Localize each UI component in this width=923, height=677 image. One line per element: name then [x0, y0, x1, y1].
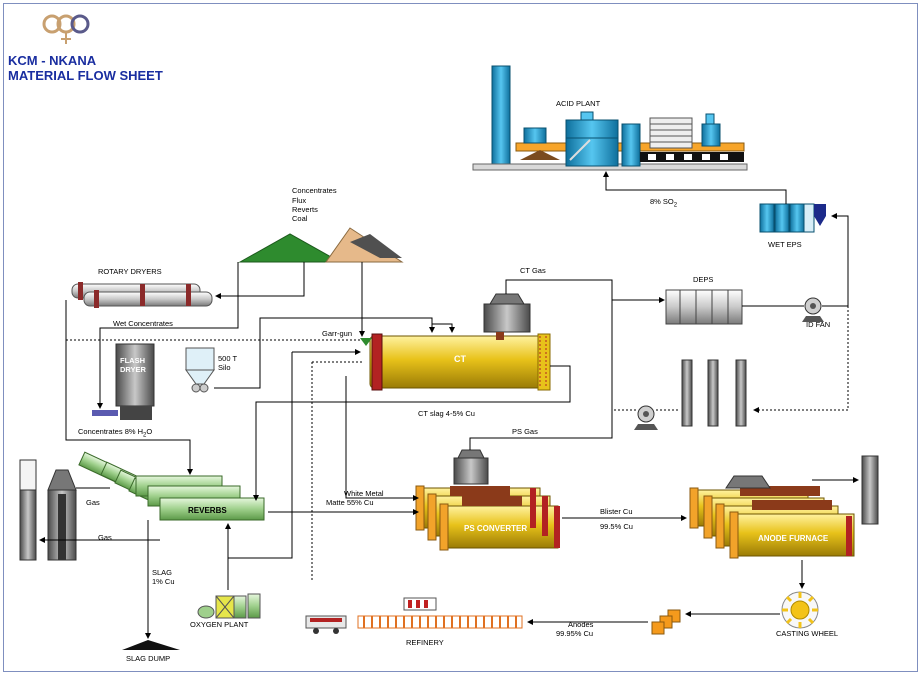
id-fan-label: ID FAN	[806, 320, 831, 329]
anodes	[651, 609, 681, 635]
deps-label: DEPS	[693, 275, 714, 284]
anodes-label-1: Anodes	[568, 620, 594, 629]
anode-furnace	[689, 455, 879, 559]
flow-lines	[39, 171, 859, 639]
ps-converter	[415, 449, 560, 551]
refinery	[305, 597, 523, 634]
rotary-dryers-label: ROTARY DRYERS	[98, 267, 162, 276]
deps	[665, 289, 743, 325]
company-logo	[42, 14, 90, 44]
reverbs-label: REVERBS	[188, 506, 227, 515]
slag-label-1: SLAG	[152, 568, 173, 577]
wet-eps-label: WET EPS	[768, 240, 802, 249]
blister-cu-label: Blister Cu	[600, 507, 633, 516]
flash-dryer-label-1: FLASH	[120, 356, 145, 365]
blister-pct-label: 99.5% Cu	[600, 522, 633, 531]
slag-label-2: 1% Cu	[152, 577, 175, 586]
dashed-lines	[66, 306, 849, 582]
flash-dryer	[92, 343, 155, 420]
silo-label-2: Silo	[218, 363, 231, 372]
id-fan	[802, 297, 824, 322]
casting-wheel	[781, 591, 819, 629]
casting-wheel-label: CASTING WHEEL	[776, 629, 839, 638]
anodes-label-2: 99.95% Cu	[556, 629, 594, 638]
so2-label: 8% SO2	[650, 197, 678, 209]
feed-concentrates: Concentrates	[292, 186, 337, 195]
acid-plant-label: ACID PLANT	[556, 99, 601, 108]
feed-coal: Coal	[292, 214, 308, 223]
flash-dryer-label-2: DRYER	[120, 365, 146, 374]
wet-eps	[759, 203, 826, 233]
garr-gun-label: Garr-gun	[322, 329, 353, 338]
gas-label-lower: Gas	[98, 533, 112, 542]
rotary-dryers	[71, 282, 213, 308]
white-metal-label: White Metal	[344, 489, 384, 498]
feed-reverts: Reverts	[292, 205, 318, 214]
wet-concentrates-label: Wet Concentrates	[113, 319, 173, 328]
diagram-frame	[3, 3, 918, 672]
secondary-fan	[634, 405, 658, 430]
feed-piles	[238, 227, 404, 263]
oxygen-plant-label: OXYGEN PLANT	[190, 620, 249, 629]
gas-stacks	[681, 359, 747, 427]
ps-converter-label: PS CONVERTER	[464, 524, 528, 533]
ct-label: CT	[454, 354, 466, 364]
ct-gas-label: CT Gas	[520, 266, 546, 275]
ct-slag-label: CT slag 4-5% Cu	[418, 409, 475, 418]
refinery-label: REFINERY	[406, 638, 444, 647]
gas-label-upper: Gas	[86, 498, 100, 507]
acid-plant	[472, 65, 748, 171]
reverbs	[78, 451, 265, 521]
silo	[185, 347, 215, 393]
silo-label-1: 500 T	[218, 354, 238, 363]
feed-flux: Flux	[292, 196, 307, 205]
page-title-line2: MATERIAL FLOW SHEET	[8, 68, 163, 83]
ps-gas-label: PS Gas	[512, 427, 538, 436]
left-stacks	[19, 459, 77, 561]
ct-furnace	[360, 293, 551, 391]
matte-label: Matte 55% Cu	[326, 498, 374, 507]
anode-furnace-label: ANODE FURNACE	[758, 534, 829, 543]
oxygen-plant	[197, 593, 261, 619]
slag-dump-label: SLAG DUMP	[126, 654, 171, 663]
slag-dump	[122, 640, 180, 650]
page-title-line1: KCM - NKANA	[8, 53, 97, 68]
concentrates-h2o-label: Concentrates 8% H2O	[78, 427, 153, 439]
